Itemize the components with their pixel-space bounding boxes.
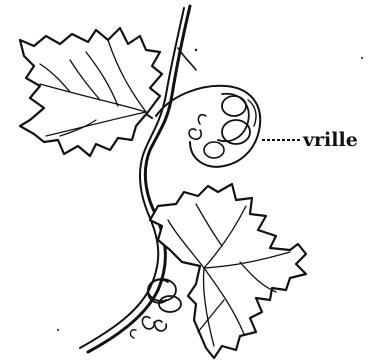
speck (57, 329, 59, 331)
speck (361, 57, 363, 59)
tendril-label: vrille (302, 129, 358, 151)
speck (195, 49, 197, 51)
lower-tendril (130, 279, 181, 338)
lower-leaf (150, 184, 306, 358)
upper-leaf (20, 28, 162, 156)
